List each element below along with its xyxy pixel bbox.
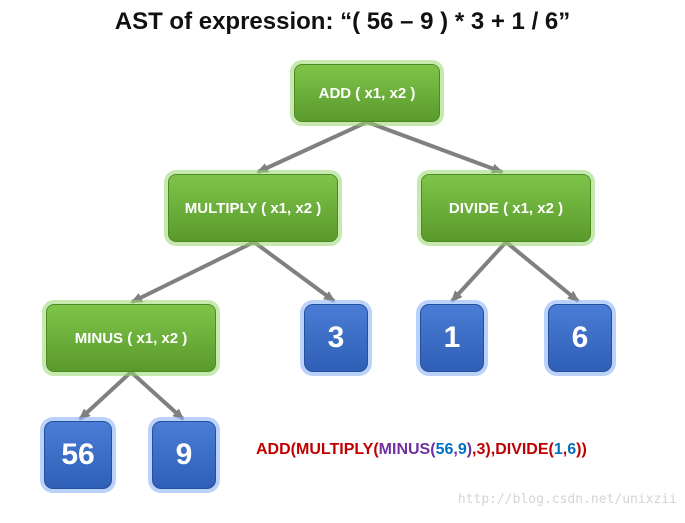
- node-multiply: MULTIPLY ( x1, x2 ): [168, 174, 338, 242]
- node-number-3: 3: [304, 304, 368, 372]
- edge-multiply-3: [252, 240, 336, 303]
- node-minus: MINUS ( x1, x2 ): [46, 304, 216, 372]
- edge-add-multiply: [256, 120, 368, 174]
- edge-divide-1: [450, 240, 508, 303]
- formula-minus-close: ): [466, 441, 473, 458]
- formula-arg-9: 9: [457, 441, 467, 458]
- formula-comma-1: ,: [453, 441, 458, 458]
- edge-add-divide: [366, 120, 504, 174]
- diagram-title: AST of expression: “( 56 – 9 ) * 3 + 1 /…: [114, 8, 571, 35]
- formula-add-open: ADD(: [256, 441, 296, 458]
- formula-comma-2: ,: [472, 441, 477, 458]
- prefix-formula: ADD(MULTIPLY(MINUS(56,9),3),DIVIDE(1,6)): [256, 441, 587, 459]
- node-divide: DIVIDE ( x1, x2 ): [421, 174, 591, 242]
- node-number-9: 9: [152, 421, 216, 489]
- formula-divide-open: DIVIDE(: [495, 441, 554, 458]
- formula-arg-6: 6: [567, 441, 577, 458]
- formula-multiply-open: MULTIPLY(: [296, 441, 379, 458]
- formula-multiply-close: ): [485, 441, 491, 458]
- watermark: http://blog.csdn.net/unixzii: [457, 492, 677, 507]
- edge-multiply-minus: [130, 240, 255, 304]
- formula-minus-open: MINUS(: [378, 441, 436, 458]
- edge-divide-6: [504, 240, 580, 303]
- edge-minus-56: [78, 370, 133, 421]
- formula-arg-3: 3: [476, 441, 486, 458]
- formula-comma-4: ,: [562, 441, 568, 458]
- formula-divide-close: ): [576, 441, 582, 458]
- node-number-56: 56: [44, 421, 112, 489]
- formula-arg-1: 1: [553, 441, 563, 458]
- formula-comma-3: ,: [490, 441, 496, 458]
- formula-add-close: ): [581, 441, 587, 458]
- node-add: ADD ( x1, x2 ): [294, 64, 440, 122]
- node-number-6: 6: [548, 304, 612, 372]
- formula-arg-56: 56: [435, 441, 454, 458]
- node-number-1: 1: [420, 304, 484, 372]
- edge-minus-9: [129, 370, 185, 421]
